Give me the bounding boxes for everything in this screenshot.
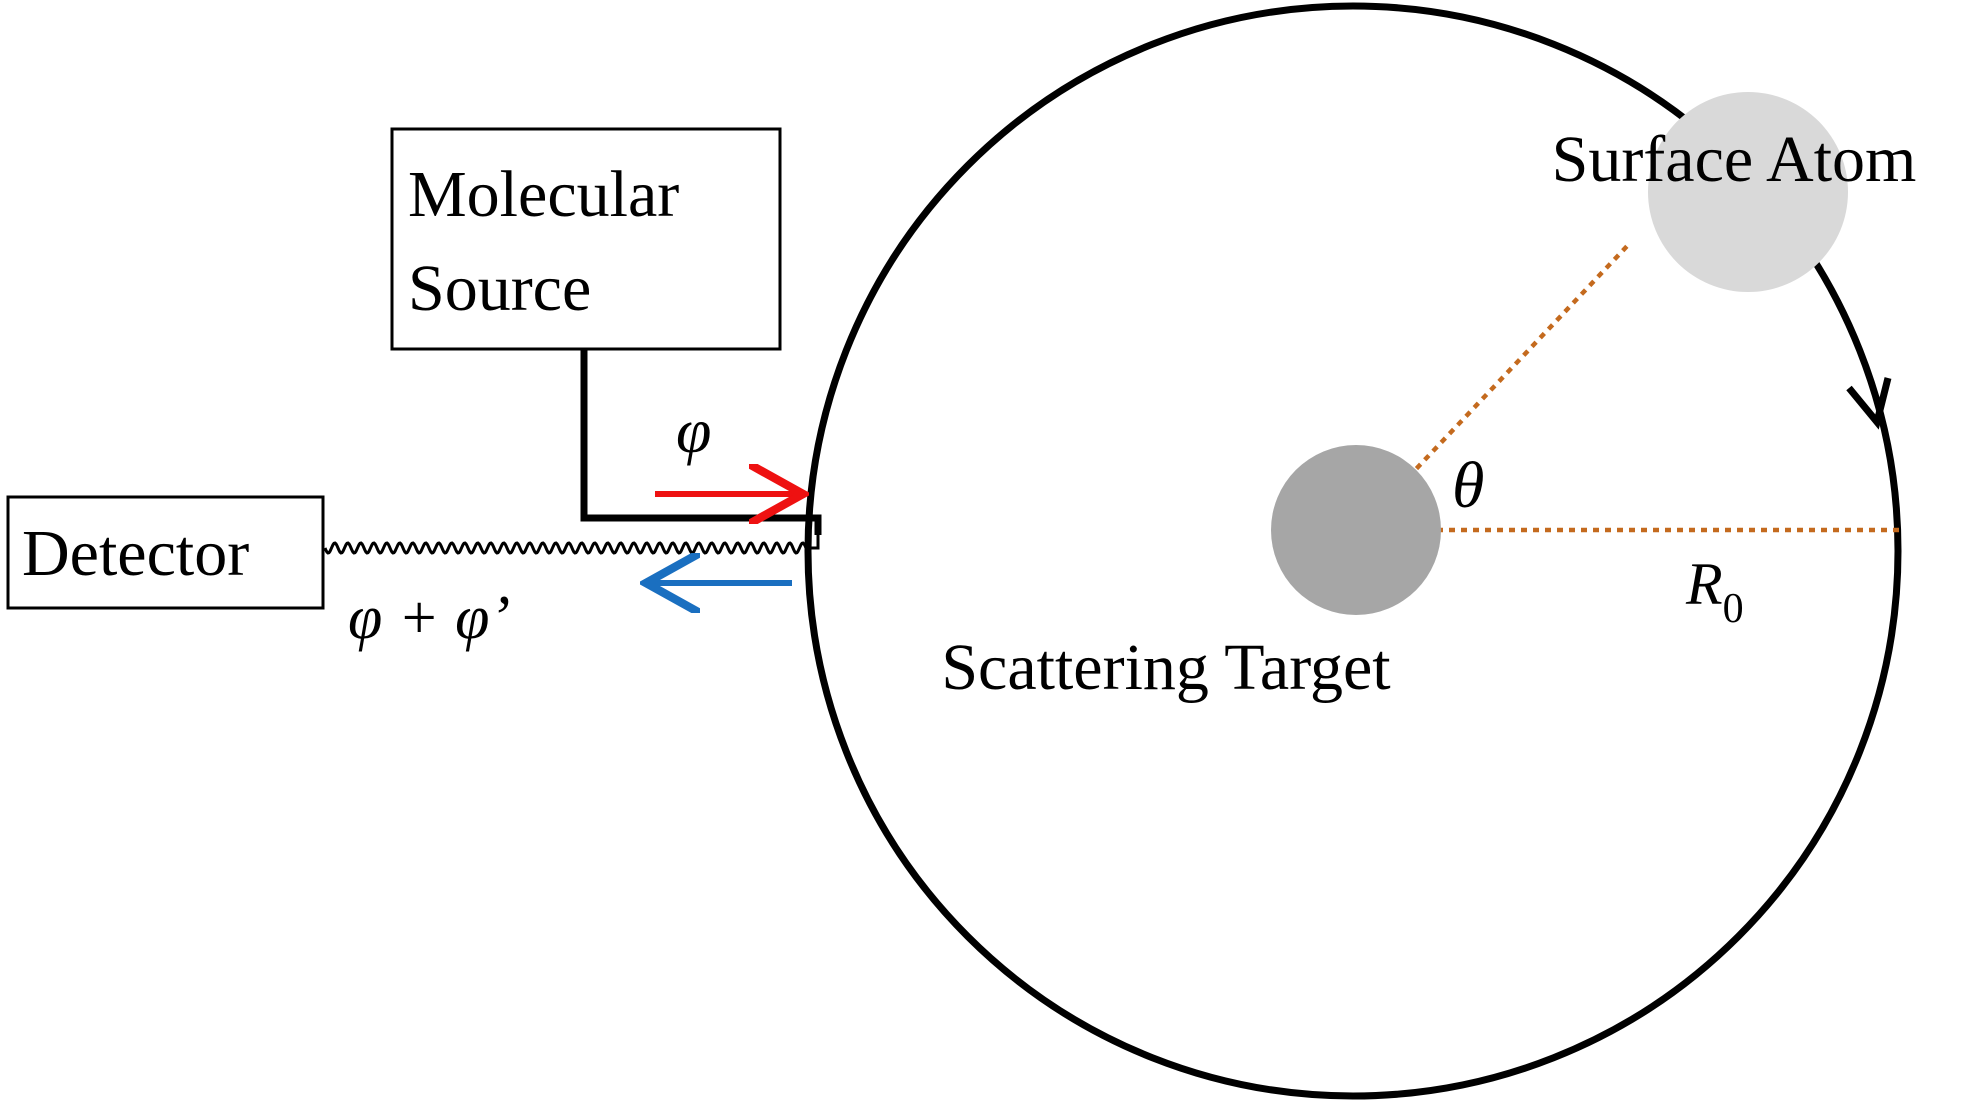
- orbit-direction-arrowhead: [1846, 377, 1892, 430]
- scattering-target-label: Scattering Target: [941, 631, 1390, 704]
- molecular-source-box: [390, 127, 782, 351]
- surface-atom-circle: [1648, 92, 1848, 292]
- molecular-source-label-line1: Molecular: [408, 158, 679, 231]
- phi-plus-phi-prime-label: φ + φ’: [348, 584, 510, 652]
- detector-box: [6, 495, 325, 610]
- r0-label: R0: [1685, 551, 1744, 632]
- surface-atom-label: Surface Atom: [1552, 123, 1917, 196]
- theta-label: θ: [1452, 449, 1484, 522]
- r0-base: R: [1685, 551, 1723, 617]
- incident-beam-path: [580, 349, 822, 535]
- phi-label: φ: [676, 395, 711, 466]
- detector-label: Detector: [22, 517, 249, 590]
- scattering-target-circle: [1271, 445, 1441, 615]
- radius-line-to-atom: [1398, 241, 1632, 488]
- return-signal-wavy-line: [323, 535, 820, 558]
- r0-subscript: 0: [1723, 586, 1744, 632]
- molecular-source-label-line2: Source: [408, 252, 591, 325]
